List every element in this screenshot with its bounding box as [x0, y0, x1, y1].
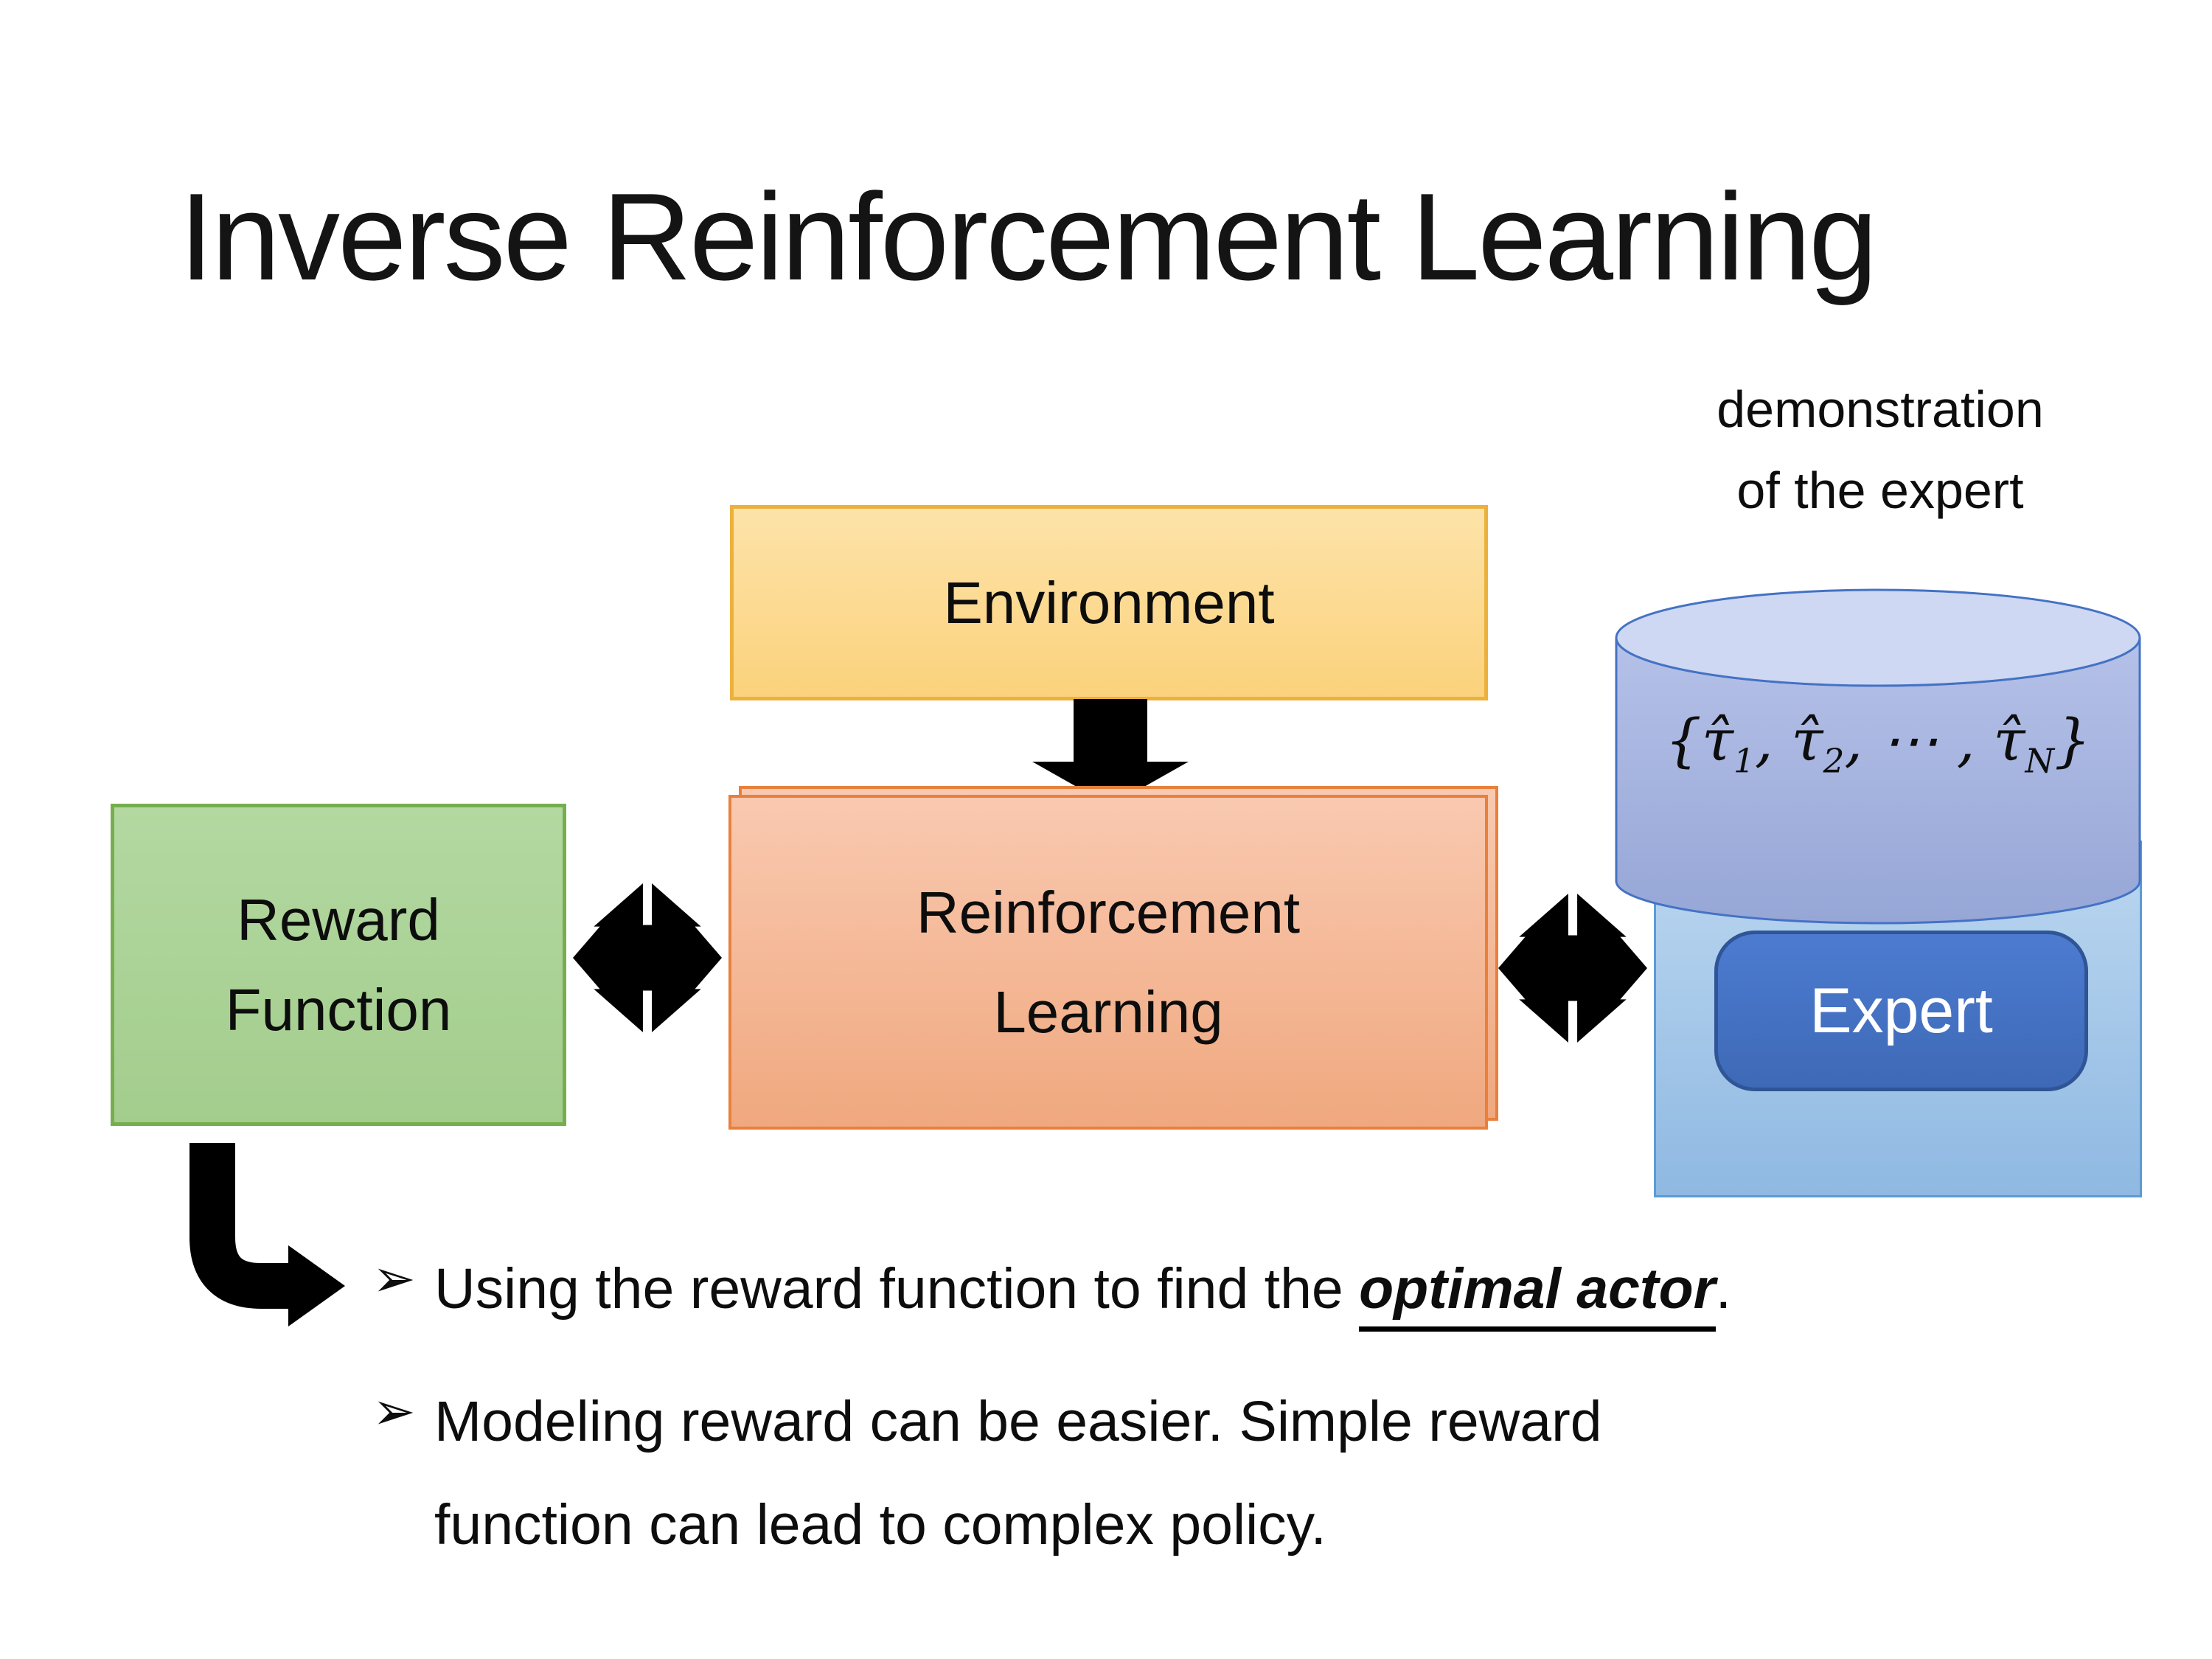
- demonstration-database-cylinder-icon: [1615, 588, 2141, 925]
- page-title: Inverse Reinforcement Learning: [179, 167, 1878, 306]
- reward-function-box: Reward Function: [111, 804, 566, 1126]
- demonstration-caption-line1: demonstration: [1717, 380, 2044, 438]
- bullet-item-2: ➢ Modeling reward can be easier. Simple …: [372, 1370, 2142, 1576]
- bullet-1-text: Using the reward function to find the op…: [434, 1237, 1731, 1340]
- elbow-arrow-icon: [189, 1143, 345, 1326]
- expr-close-brace: }: [2054, 708, 2091, 774]
- bullet-marker-icon: ➢: [372, 1382, 416, 1440]
- environment-box: Environment: [730, 505, 1488, 700]
- exchange-arrow-right-icon: [1498, 894, 1647, 1043]
- bullet-item-1: ➢ Using the reward function to find the …: [372, 1237, 2142, 1340]
- expert-box: Expert: [1714, 931, 2088, 1091]
- exchange-arrow-left-icon: [573, 883, 722, 1032]
- expr-sub2: 2: [1823, 741, 1845, 781]
- bullet-2-line1: Modeling reward can be easier. Simple re…: [434, 1390, 1602, 1453]
- rl-label-line1: Reinforcement: [916, 880, 1301, 945]
- bullet-1-suffix: .: [1715, 1257, 1731, 1321]
- environment-label: Environment: [943, 569, 1275, 636]
- bullet-1-prefix: Using the reward function to find the: [434, 1257, 1360, 1321]
- expr-comma1: ,: [1754, 708, 1792, 774]
- bullet-marker-icon: ➢: [372, 1250, 416, 1307]
- expr-tau1: τ̂: [1701, 708, 1734, 774]
- expr-sub1: 1: [1733, 741, 1755, 781]
- demonstration-caption-line2: of the expert: [1736, 462, 2024, 519]
- expr-open-brace: {: [1665, 708, 1702, 774]
- demonstration-caption: demonstration of the expert: [1607, 369, 2153, 531]
- reinforcement-learning-box-front: Reinforcement Learning: [728, 795, 1488, 1130]
- expr-dots: , ⋯ ,: [1844, 708, 1994, 774]
- reward-function-label-line2: Function: [225, 976, 452, 1043]
- bullet-2-line2: function can lead to complex policy.: [434, 1493, 1326, 1557]
- expr-tauN: τ̂: [1993, 708, 2025, 774]
- expr-tau2: τ̂: [1791, 708, 1823, 774]
- expr-subN: N: [2025, 741, 2055, 781]
- down-arrow-icon: [1032, 699, 1189, 806]
- reinforcement-learning-box: Reinforcement Learning: [728, 786, 1500, 1131]
- expert-label: Expert: [1809, 975, 1993, 1046]
- bullet-1-highlight: optimal actor: [1359, 1257, 1716, 1332]
- reward-function-label-line1: Reward: [237, 886, 440, 953]
- trajectory-set-expression: {τ̂1, τ̂2, ⋯ , τ̂N}: [1614, 708, 2142, 778]
- bullet-2-text: Modeling reward can be easier. Simple re…: [434, 1370, 1602, 1576]
- rl-label-line2: Learning: [993, 979, 1223, 1045]
